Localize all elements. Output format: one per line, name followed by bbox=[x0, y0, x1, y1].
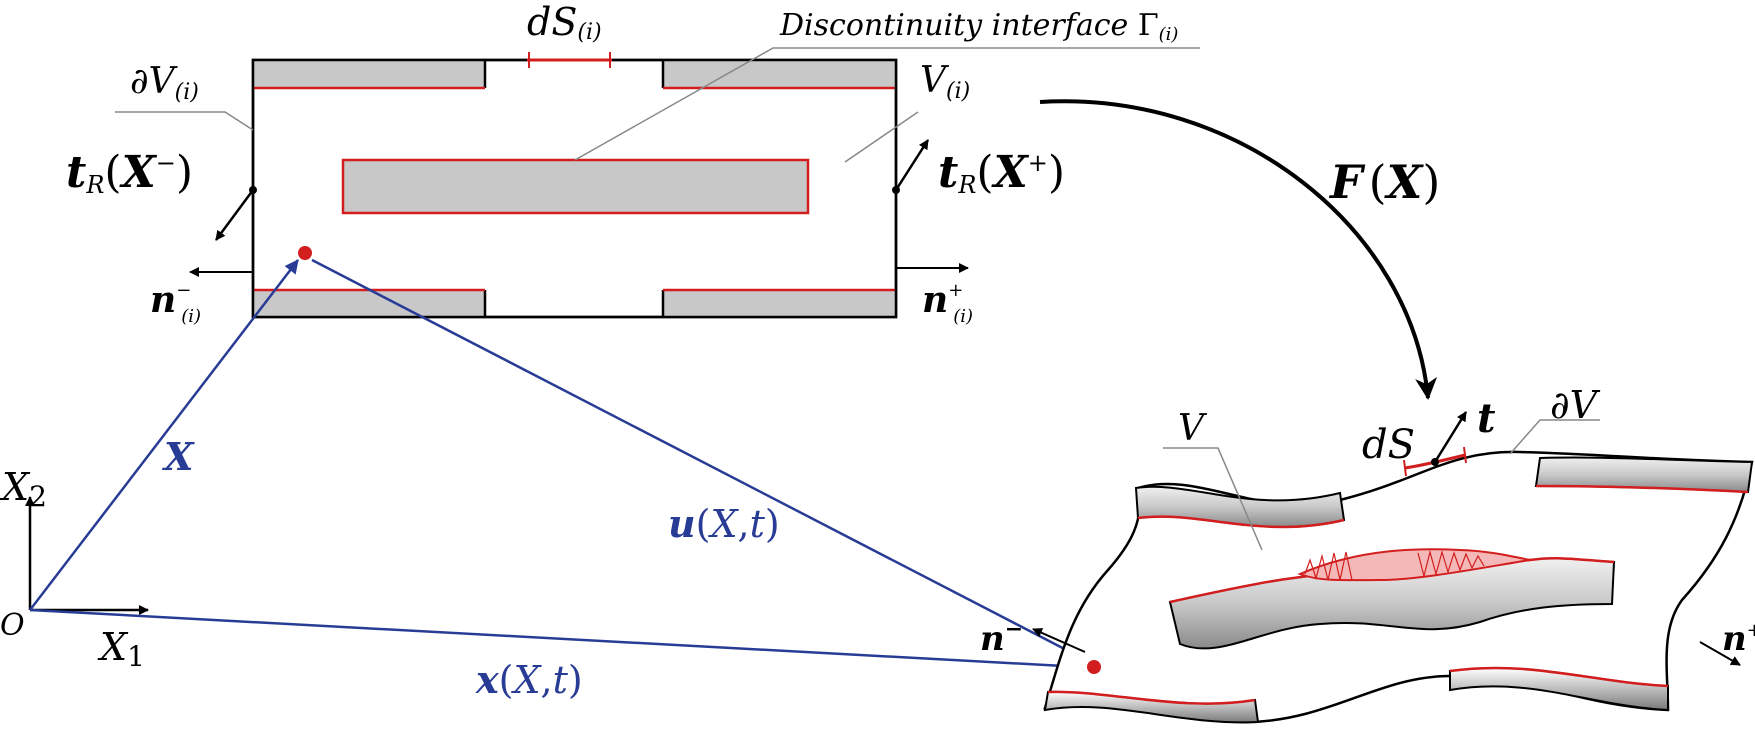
dV-i-leader bbox=[115, 111, 254, 131]
interface-label: Discontinuity interface Γ(i) bbox=[779, 8, 1178, 45]
x-vector-label: x(X,t) bbox=[475, 657, 583, 702]
n-minus-i-label: n−(i) bbox=[150, 279, 201, 327]
dV-label: ∂V bbox=[1550, 383, 1601, 427]
X-position-vector bbox=[29, 259, 299, 611]
V-leader bbox=[1163, 447, 1263, 551]
interface-leader bbox=[574, 47, 1200, 161]
X2-label: X2 bbox=[0, 465, 47, 513]
current-material-point bbox=[1087, 660, 1101, 674]
n-plus-arrow bbox=[1699, 641, 1741, 666]
internal-crack-bar bbox=[341, 158, 810, 215]
bottom-left-bar bbox=[253, 290, 485, 317]
X-vector-label: X bbox=[162, 434, 195, 479]
F-X-label: F(X) bbox=[1328, 155, 1440, 209]
tR-plus-label: tR(X+) bbox=[938, 147, 1065, 199]
X1-label: X1 bbox=[97, 625, 145, 673]
dV-i-label: ∂V(i) bbox=[130, 61, 199, 105]
n-plus-i-label: n+(i) bbox=[922, 279, 973, 327]
origin-label: O bbox=[0, 608, 25, 643]
t-label: t bbox=[1477, 395, 1496, 442]
V-i-leader bbox=[844, 111, 919, 163]
opened-crack-zone bbox=[1297, 548, 1531, 582]
deformed-volume bbox=[1032, 411, 1754, 724]
n-plus-label: n+ bbox=[1722, 619, 1755, 659]
tR-minus-label: tR(X−) bbox=[66, 147, 193, 199]
reference-material-point bbox=[298, 246, 312, 260]
deformation-map-arrow bbox=[1039, 99, 1438, 400]
tR-plus-arrow bbox=[894, 139, 930, 191]
u-displacement-vector bbox=[311, 258, 1081, 659]
tR-minus-arrow bbox=[214, 189, 255, 241]
V-label: V bbox=[1178, 408, 1208, 449]
n-minus-label: n− bbox=[980, 616, 1023, 659]
coordinate-system bbox=[25, 496, 149, 615]
V-i-label: V(i) bbox=[920, 60, 970, 104]
n-minus-arrow bbox=[1032, 628, 1086, 653]
dV-leader bbox=[1509, 419, 1600, 455]
reference-volume bbox=[115, 47, 1200, 319]
x-position-vector bbox=[29, 608, 1083, 674]
dS-label: dS bbox=[1362, 422, 1415, 468]
u-vector-label: u(X,t) bbox=[668, 501, 780, 546]
dS-i-label: dS(i) bbox=[527, 0, 602, 45]
t-traction-arrow bbox=[1433, 411, 1468, 463]
top-left-bar bbox=[253, 60, 485, 88]
top-right-bar bbox=[663, 60, 896, 88]
bottom-right-bar bbox=[663, 290, 896, 317]
